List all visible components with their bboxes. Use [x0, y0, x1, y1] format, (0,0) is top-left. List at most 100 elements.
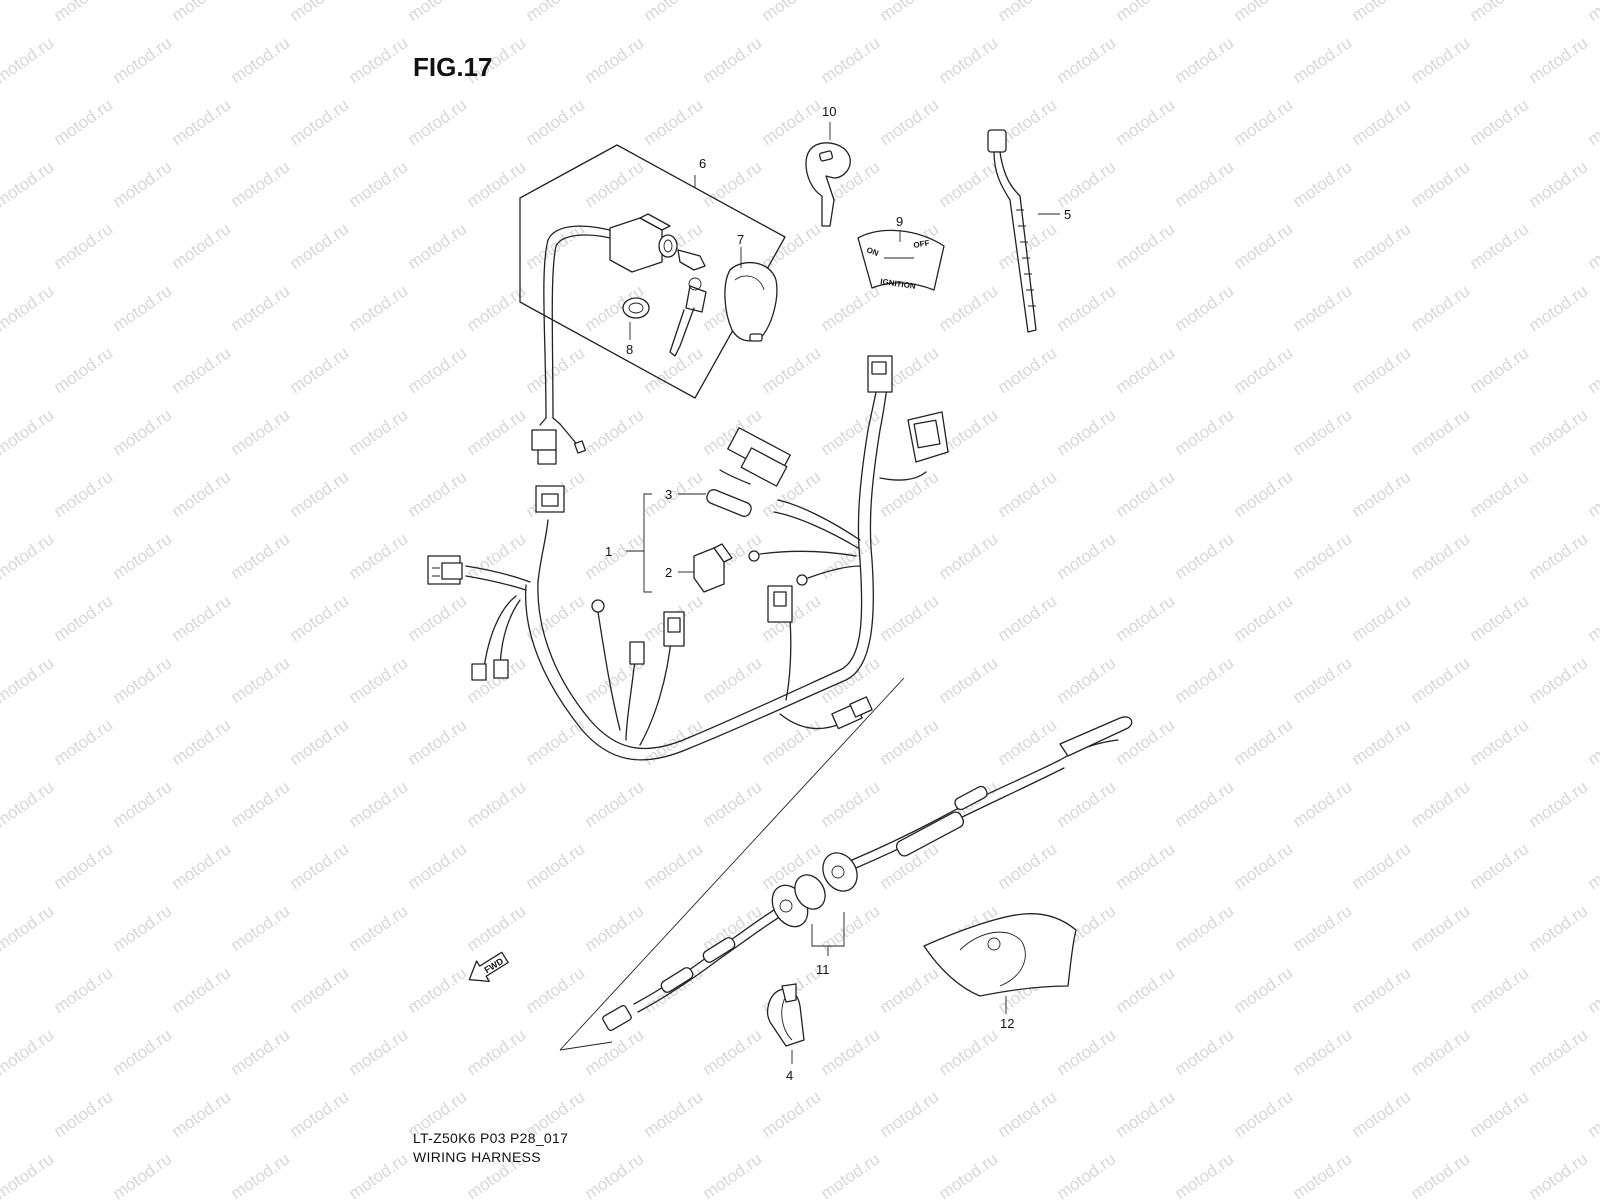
watermark-text: motod.ru	[1348, 715, 1414, 769]
watermark-text: motod.ru	[581, 901, 647, 955]
watermark-text: motod.ru	[1466, 1087, 1532, 1141]
watermark-text: motod.ru	[581, 529, 647, 583]
ignition-switch-kit	[519, 144, 786, 419]
watermark-text: motod.ru	[640, 839, 706, 893]
watermark-text: motod.ru	[1112, 963, 1178, 1017]
watermark-text: motod.ru	[345, 777, 411, 831]
watermark-text: motod.ru	[1584, 839, 1600, 893]
watermark-text: motod.ru	[1466, 839, 1532, 893]
watermark-text: motod.ru	[50, 839, 116, 893]
watermark-text: motod.ru	[1171, 157, 1237, 211]
watermark-text: motod.ru	[168, 343, 234, 397]
watermark-text: motod.ru	[0, 405, 57, 459]
watermark-text: motod.ru	[935, 653, 1001, 707]
watermark-text: motod.ru	[168, 467, 234, 521]
callout-9: 9	[896, 214, 903, 229]
main-harness	[427, 355, 949, 761]
watermark-text: motod.ru	[1407, 777, 1473, 831]
callout-11: 11	[816, 962, 830, 977]
watermark-text: motod.ru	[1053, 157, 1119, 211]
watermark-text: motod.ru	[699, 157, 765, 211]
watermark-text: motod.ru	[876, 591, 942, 645]
watermark-text: motod.ru	[1112, 95, 1178, 149]
watermark-text: motod.ru	[994, 715, 1060, 769]
watermark-text: motod.ru	[227, 777, 293, 831]
watermark-text: motod.ru	[50, 467, 116, 521]
watermark-text: motod.ru	[758, 0, 824, 25]
watermark-text: motod.ru	[0, 1149, 57, 1200]
watermark-text: motod.ru	[1466, 0, 1532, 25]
watermark-text: motod.ru	[1112, 467, 1178, 521]
watermark-text: motod.ru	[345, 901, 411, 955]
watermark-text: motod.ru	[994, 1087, 1060, 1141]
watermark-text: motod.ru	[50, 343, 116, 397]
watermark-text: motod.ru	[109, 1025, 175, 1079]
callout-3: 3	[665, 487, 672, 502]
watermark-text: motod.ru	[817, 901, 883, 955]
ignition-key	[805, 122, 851, 227]
watermark-text: motod.ru	[1466, 95, 1532, 149]
watermark-text: motod.ru	[876, 95, 942, 149]
watermark-text: motod.ru	[817, 1025, 883, 1079]
watermark-text: motod.ru	[1466, 467, 1532, 521]
watermark-text: motod.ru	[50, 591, 116, 645]
watermark-text: motod.ru	[463, 901, 529, 955]
watermark-text: motod.ru	[817, 33, 883, 87]
watermark-text: motod.ru	[286, 467, 352, 521]
watermark-text: motod.ru	[935, 157, 1001, 211]
watermark-text: motod.ru	[1525, 1149, 1591, 1200]
watermark-text: motod.ru	[1584, 219, 1600, 273]
watermark-text: motod.ru	[1171, 777, 1237, 831]
watermark-text: motod.ru	[1407, 1149, 1473, 1200]
watermark-text: motod.ru	[994, 591, 1060, 645]
watermark-text: motod.ru	[227, 653, 293, 707]
watermark-text: motod.ru	[1053, 1149, 1119, 1200]
watermark-text: motod.ru	[1348, 0, 1414, 25]
watermark-text: motod.ru	[758, 1087, 824, 1141]
figure-title: FIG.17	[413, 52, 492, 82]
watermark-text: motod.ru	[404, 219, 470, 273]
watermark-text: motod.ru	[1525, 901, 1591, 955]
callout-8: 8	[626, 342, 633, 357]
watermark-text: motod.ru	[1230, 95, 1296, 149]
watermark-text: motod.ru	[522, 219, 588, 273]
watermark-text: motod.ru	[522, 95, 588, 149]
watermark-text: motod.ru	[1466, 219, 1532, 273]
watermark-text: motod.ru	[1525, 1025, 1591, 1079]
watermark-text: motod.ru	[1112, 839, 1178, 893]
watermark-text: motod.ru	[935, 1149, 1001, 1200]
watermark-text: motod.ru	[1112, 591, 1178, 645]
callout-4: 4	[786, 1068, 793, 1083]
watermark-text: motod.ru	[1053, 405, 1119, 459]
watermark-text: motod.ru	[50, 0, 116, 25]
watermark-text: motod.ru	[404, 591, 470, 645]
footer-model-code: LT-Z50K6 P03 P28_017	[413, 1130, 568, 1146]
watermark-text: motod.ru	[404, 467, 470, 521]
callout-7: 7	[737, 232, 744, 247]
forward-arrow: FWD	[468, 951, 509, 983]
watermark-text: motod.ru	[1171, 33, 1237, 87]
watermark-text: motod.ru	[168, 839, 234, 893]
watermark-text: motod.ru	[109, 405, 175, 459]
watermark-text: motod.ru	[1289, 33, 1355, 87]
watermark-text: motod.ru	[876, 715, 942, 769]
watermark-text: motod.ru	[227, 157, 293, 211]
callout-1: 1	[605, 544, 612, 559]
watermark-text: motod.ru	[522, 715, 588, 769]
watermark-text: motod.ru	[522, 0, 588, 25]
watermark-text: motod.ru	[1289, 901, 1355, 955]
callout-1-bracket	[626, 493, 706, 593]
watermark-text: motod.ru	[581, 1149, 647, 1200]
watermark-text: motod.ru	[0, 281, 57, 335]
watermark-text: motod.ru	[463, 529, 529, 583]
watermark-text: motod.ru	[1584, 95, 1600, 149]
watermark-text: motod.ru	[581, 33, 647, 87]
watermark-text: motod.ru	[876, 467, 942, 521]
watermark-text: motod.ru	[1289, 405, 1355, 459]
watermark-text: motod.ru	[227, 1025, 293, 1079]
watermark-text: motod.ru	[758, 95, 824, 149]
watermark-text: motod.ru	[1348, 95, 1414, 149]
watermark-text: motod.ru	[1171, 529, 1237, 583]
watermark-text: motod.ru	[935, 529, 1001, 583]
watermark-text: motod.ru	[1112, 0, 1178, 25]
